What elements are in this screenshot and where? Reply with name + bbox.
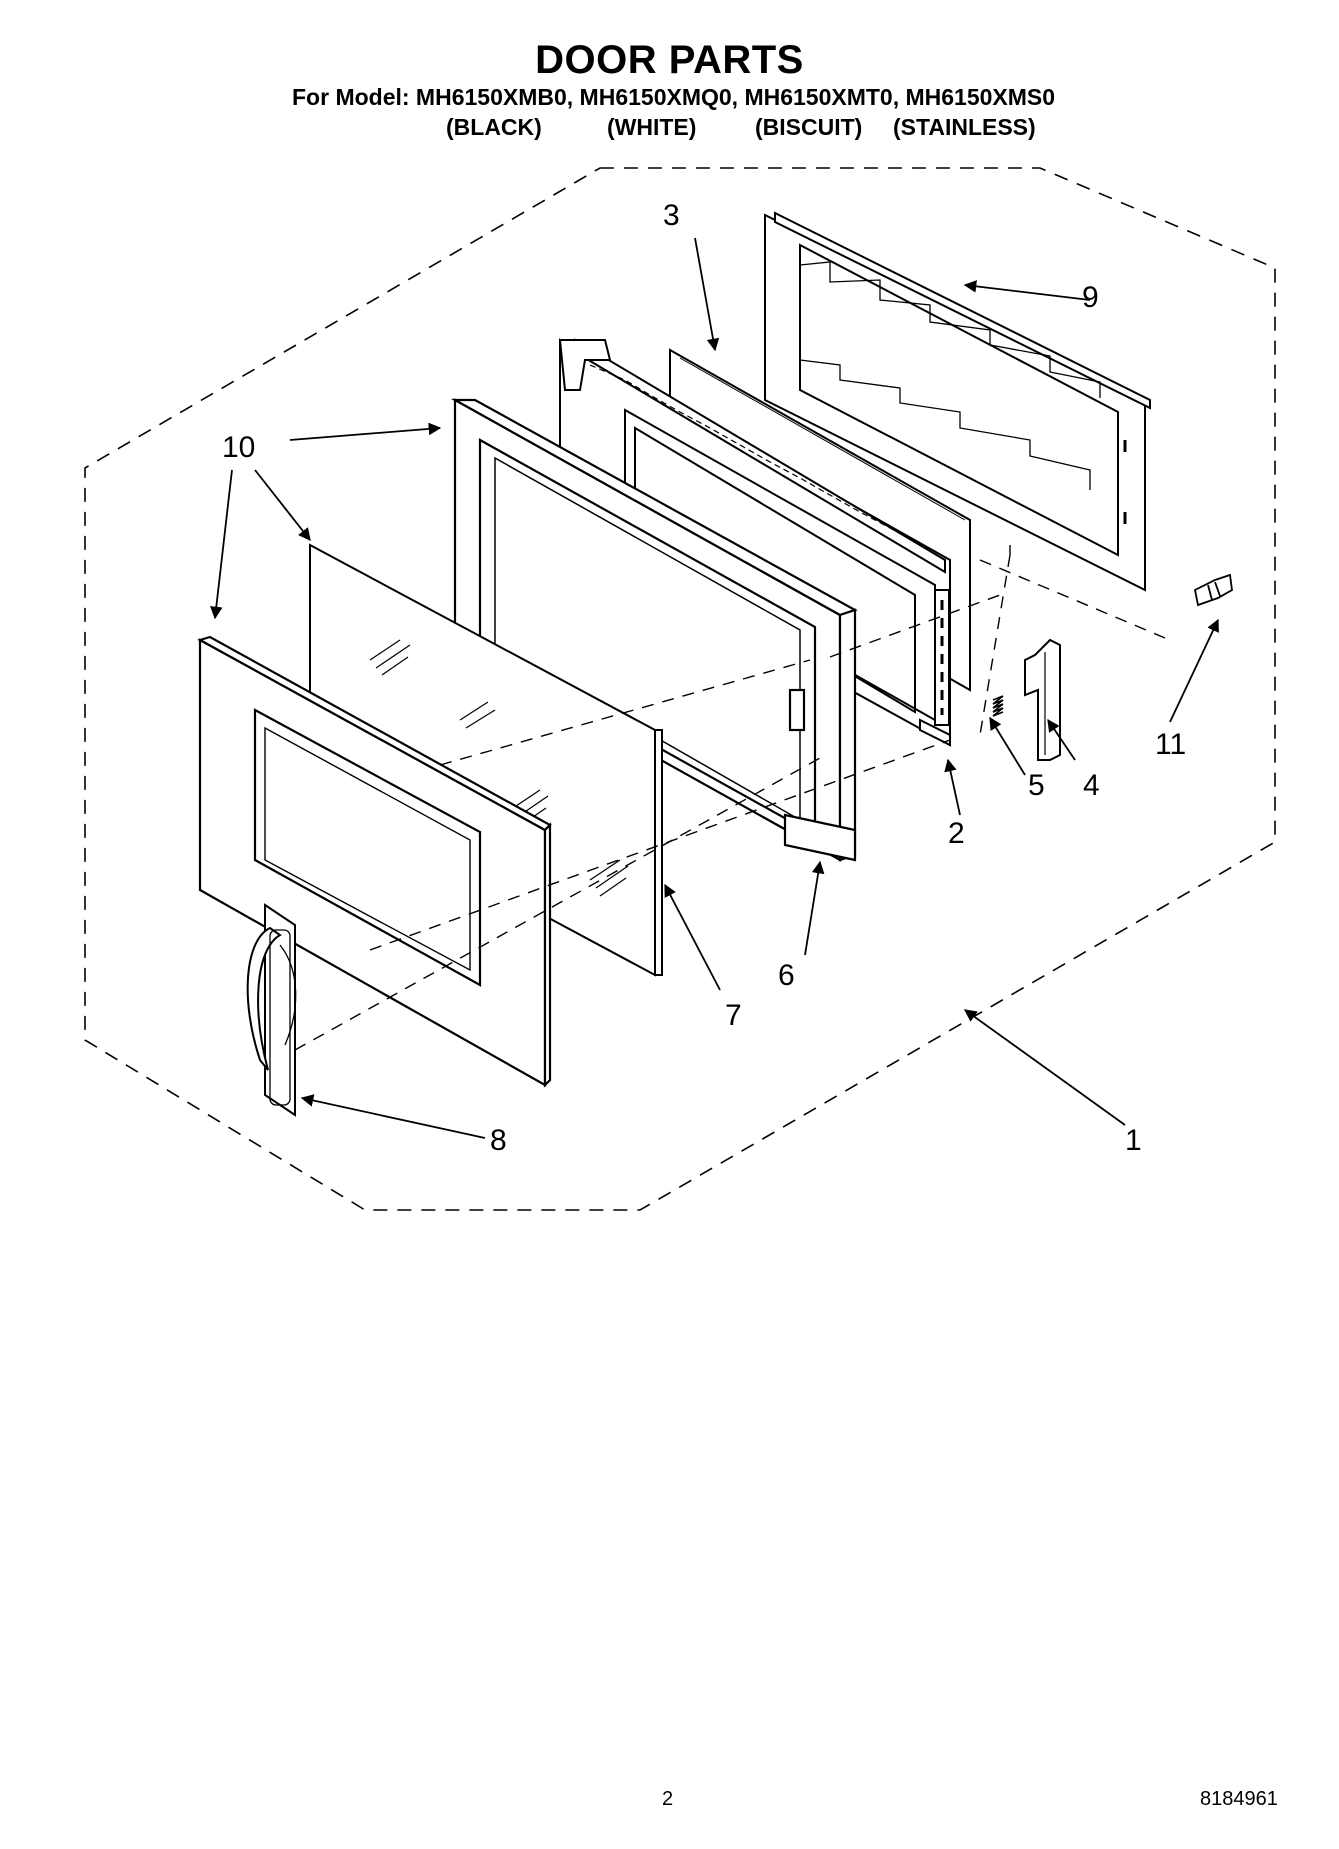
page-title: DOOR PARTS bbox=[535, 38, 804, 82]
outer-door-panel bbox=[197, 635, 552, 1088]
callout-7: 7 bbox=[725, 999, 742, 1032]
door-window-frame bbox=[450, 398, 858, 862]
color-white: (WHITE) bbox=[607, 114, 697, 140]
alignment-lines bbox=[294, 545, 1166, 1051]
door-assembly-boundary bbox=[84, 167, 1276, 1211]
door-handle bbox=[246, 903, 297, 1117]
color-stainless: (STAINLESS) bbox=[893, 114, 1036, 140]
callout-3: 3 bbox=[663, 199, 680, 232]
callout-9: 9 bbox=[1082, 281, 1099, 314]
callout-6: 6 bbox=[778, 959, 795, 992]
leader-arrows bbox=[210, 237, 1219, 1139]
callout-11: 11 bbox=[1155, 728, 1186, 761]
callout-2: 2 bbox=[948, 817, 965, 850]
color-black: (BLACK) bbox=[446, 114, 542, 140]
page-number: 2 bbox=[662, 1788, 674, 1810]
callout-1: 1 bbox=[1125, 1124, 1142, 1157]
callout-8: 8 bbox=[490, 1124, 507, 1157]
latch-spring bbox=[992, 695, 1004, 717]
callout-10: 10 bbox=[222, 431, 255, 464]
color-biscuit: (BISCUIT) bbox=[755, 114, 863, 140]
glass-panel bbox=[309, 543, 663, 977]
callout-4: 4 bbox=[1083, 769, 1100, 802]
callout-5: 5 bbox=[1028, 769, 1045, 802]
choke-cover-frame bbox=[764, 211, 1151, 592]
model-line: For Model: MH6150XMB0, MH6150XMQ0, MH615… bbox=[292, 84, 1056, 110]
document-number: 8184961 bbox=[1200, 1788, 1278, 1810]
screw bbox=[1193, 573, 1233, 607]
door-latch bbox=[1024, 638, 1061, 761]
